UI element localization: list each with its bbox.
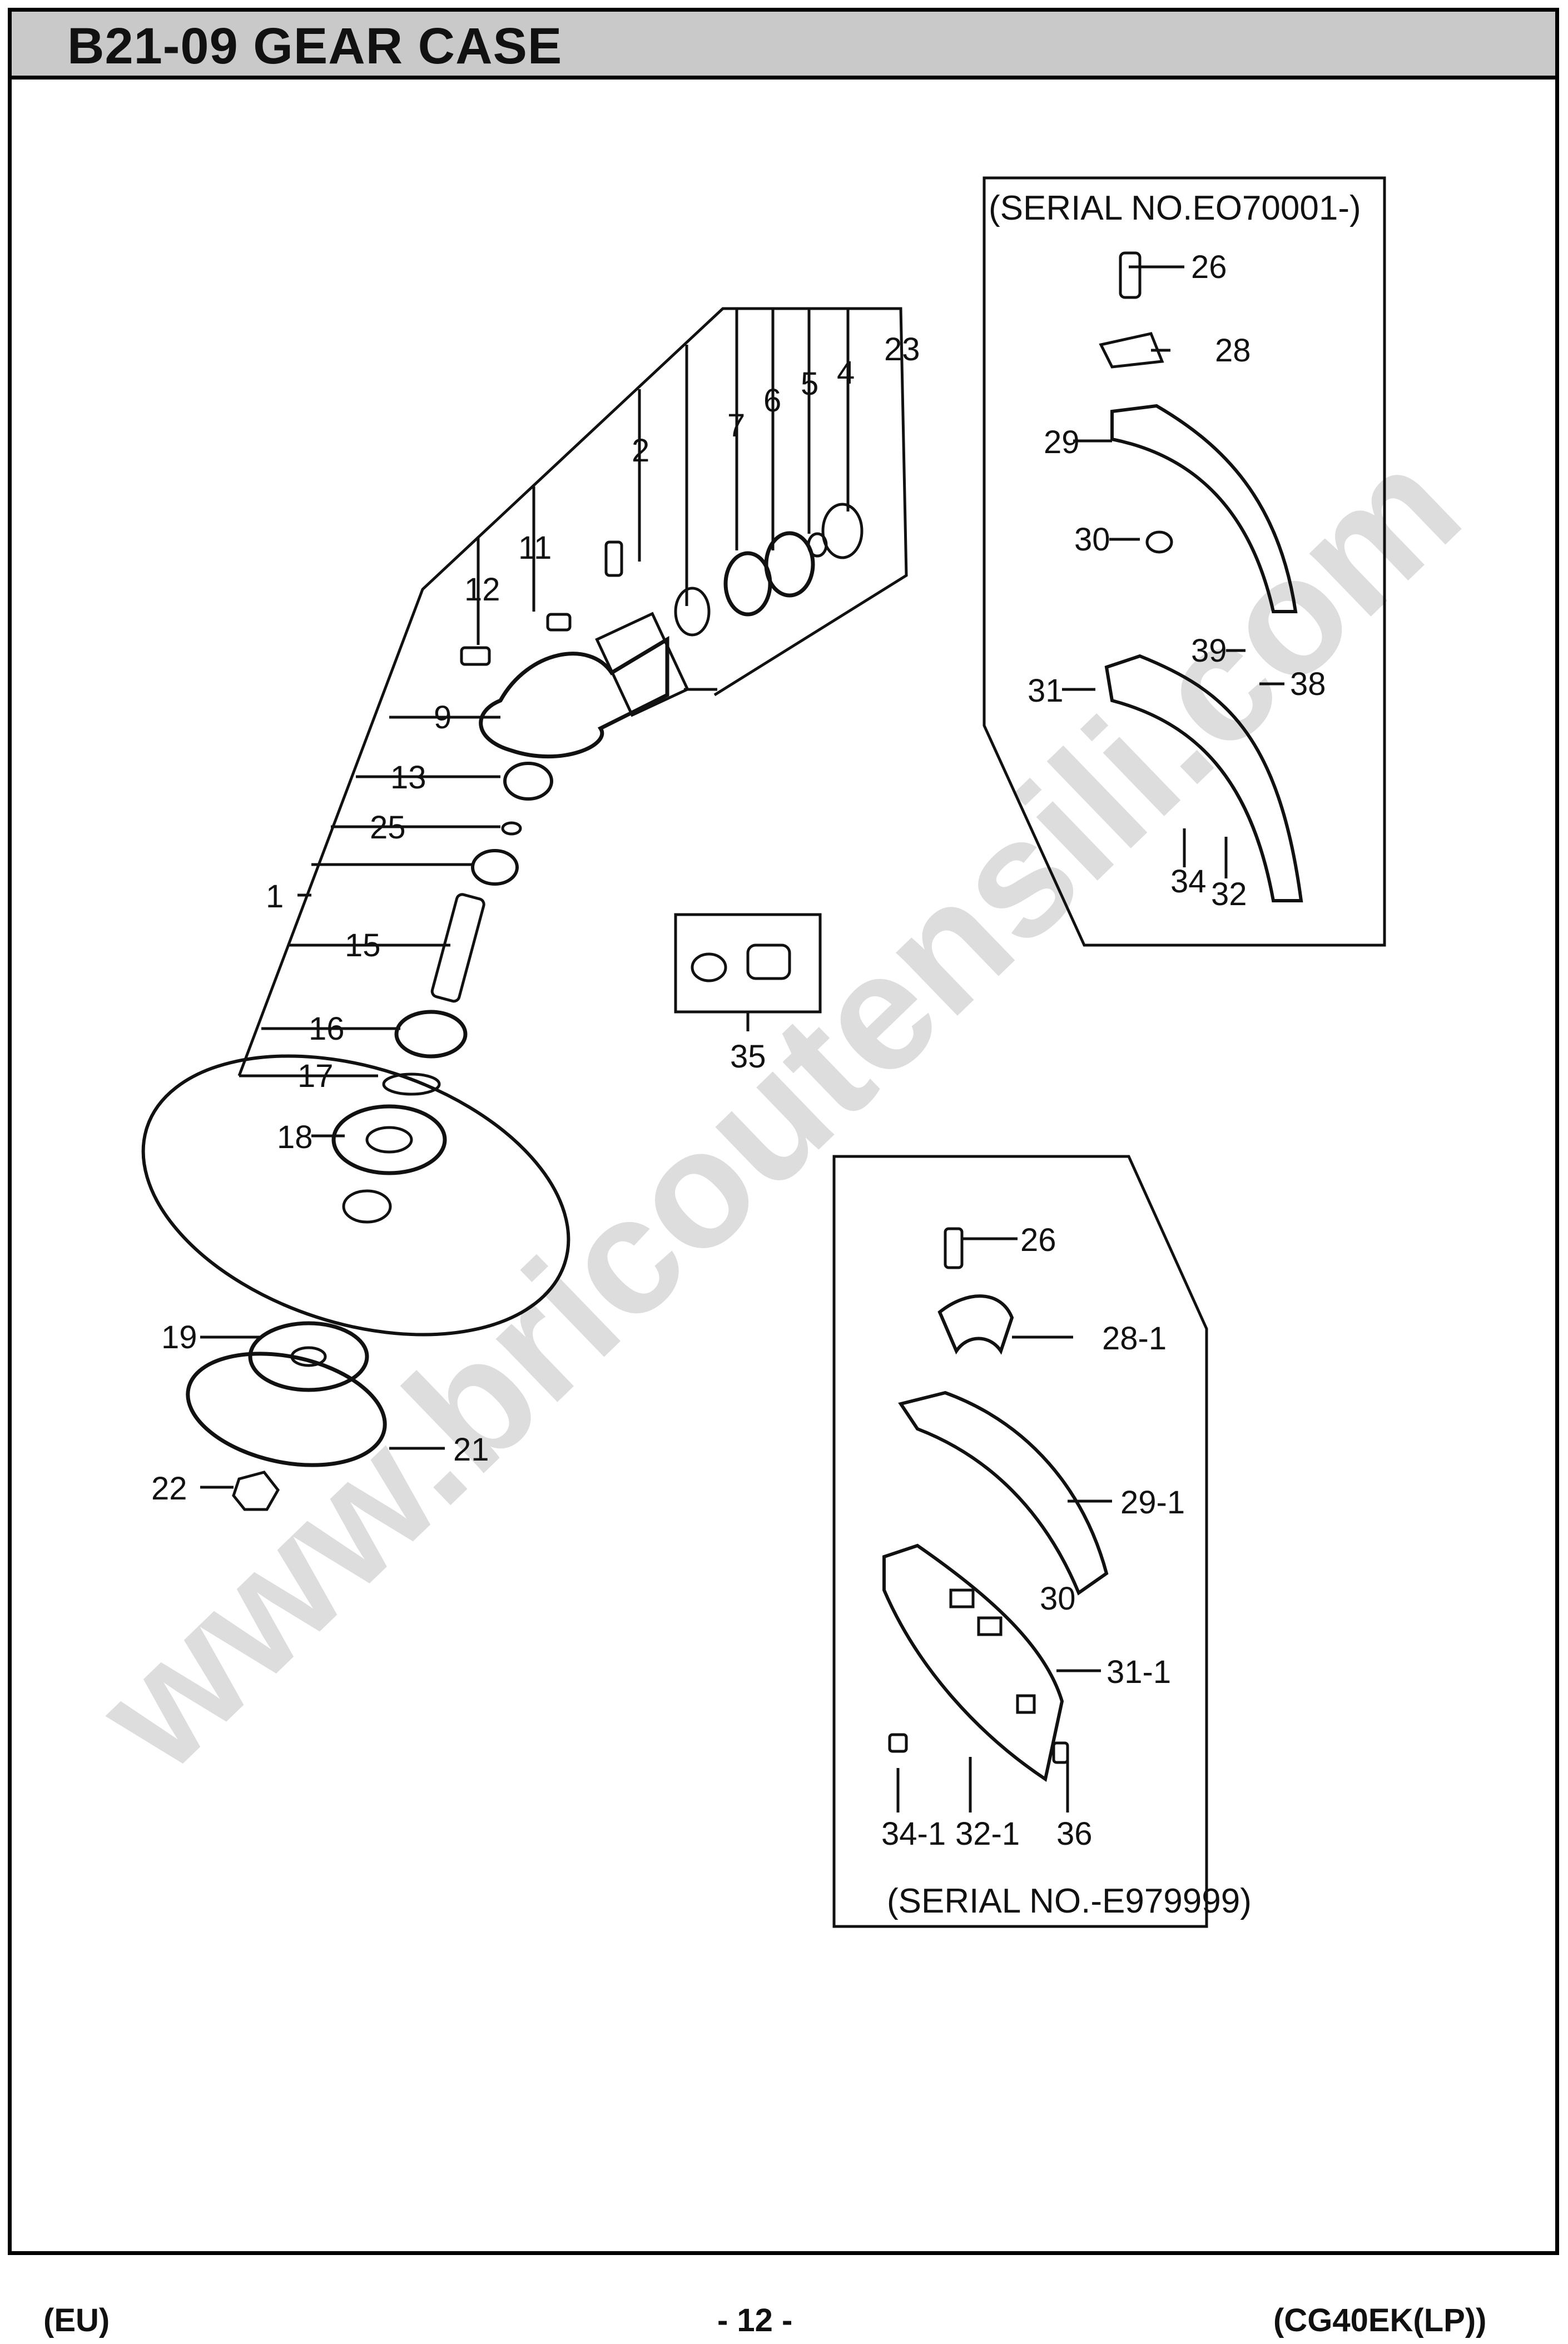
bearing-7 xyxy=(723,551,772,617)
bottom-callout-32-1: 32-1 xyxy=(955,1816,1020,1852)
callout-6: 6 xyxy=(763,383,781,419)
callout-16: 16 xyxy=(309,1011,345,1047)
top-callout-30: 30 xyxy=(1074,522,1110,558)
footer-model: (CG40EK(LP)) xyxy=(1273,2302,1487,2338)
callout-5: 5 xyxy=(801,366,818,402)
callout-25: 25 xyxy=(370,810,406,846)
cutter-blade xyxy=(141,1054,570,1337)
top-callout-34: 34 xyxy=(1170,863,1207,900)
cover-21 xyxy=(186,1352,387,1467)
callout-18: 18 xyxy=(277,1119,313,1155)
bottom-inset-frame xyxy=(832,1155,1208,1928)
top-callout-29: 29 xyxy=(1044,424,1080,460)
bottom-callout-31-1: 31-1 xyxy=(1106,1654,1171,1690)
bottom-callout-30: 30 xyxy=(1040,1581,1076,1617)
bottom-shield-31-1 xyxy=(882,1543,1064,1782)
callout-2: 2 xyxy=(632,433,649,469)
bearing-13 xyxy=(503,762,553,801)
callout-1: 1 xyxy=(266,878,284,915)
top-callout-31: 31 xyxy=(1028,673,1064,709)
holder-18 xyxy=(331,1104,447,1175)
bottom-callout-26: 26 xyxy=(1020,1222,1056,1258)
callout-11: 11 xyxy=(518,530,552,566)
callout-9: 9 xyxy=(434,699,451,736)
footer-region: (EU) xyxy=(43,2302,110,2338)
page-frame: B21-09 GEAR CASE xyxy=(8,8,1559,2255)
top-callout-38: 38 xyxy=(1290,666,1326,702)
top-callout-28: 28 xyxy=(1215,332,1251,369)
top-callout-39: 39 xyxy=(1191,633,1227,669)
page-title: B21-09 GEAR CASE xyxy=(67,18,563,75)
callout-4: 4 xyxy=(837,355,855,391)
top-callout-26: 26 xyxy=(1191,249,1227,285)
bottom-callout-28-1: 28-1 xyxy=(1102,1320,1167,1357)
title-bar: B21-09 GEAR CASE xyxy=(12,12,1555,80)
callout-7: 7 xyxy=(727,408,745,444)
nut-22 xyxy=(232,1471,280,1511)
bottom-callout-29-1: 29-1 xyxy=(1120,1484,1185,1521)
callout-13: 13 xyxy=(390,759,426,796)
spindle-15 xyxy=(430,893,485,1003)
callout-35: 35 xyxy=(730,1039,766,1075)
bottom-clamp-28-1 xyxy=(937,1294,1014,1355)
bottom-guard-29-1 xyxy=(898,1390,1109,1596)
callout-17: 17 xyxy=(297,1058,334,1094)
callout-15: 15 xyxy=(345,927,381,964)
callout-19: 19 xyxy=(161,1319,197,1355)
bearing-16 xyxy=(394,1010,468,1059)
top-guard-31 xyxy=(1104,654,1303,902)
callout-23: 23 xyxy=(884,331,920,368)
bottom-callout-34-1: 34-1 xyxy=(881,1816,946,1852)
callout-22: 22 xyxy=(151,1471,187,1507)
bottom-serial-label: (SERIAL NO.-E979999) xyxy=(887,1882,1252,1920)
top-inset-frame xyxy=(983,176,1386,947)
bottom-callout-36: 36 xyxy=(1056,1816,1093,1852)
callout-21: 21 xyxy=(453,1432,489,1468)
top-serial-label: (SERIAL NO.EO70001-) xyxy=(989,189,1361,227)
holder-19 xyxy=(248,1321,369,1392)
bearing-6 xyxy=(764,531,815,598)
top-guard-29 xyxy=(1110,404,1298,613)
assembly-bracket xyxy=(237,307,908,1076)
footer-page-number: - 12 - xyxy=(717,2302,793,2338)
circlip-4 xyxy=(821,503,864,559)
top-callout-32: 32 xyxy=(1211,876,1247,912)
gear-14 xyxy=(471,849,519,886)
callout-12: 12 xyxy=(464,572,500,608)
gear-case-body xyxy=(479,635,669,759)
watermark-text: www.bricoutensili.com xyxy=(60,413,1494,1806)
